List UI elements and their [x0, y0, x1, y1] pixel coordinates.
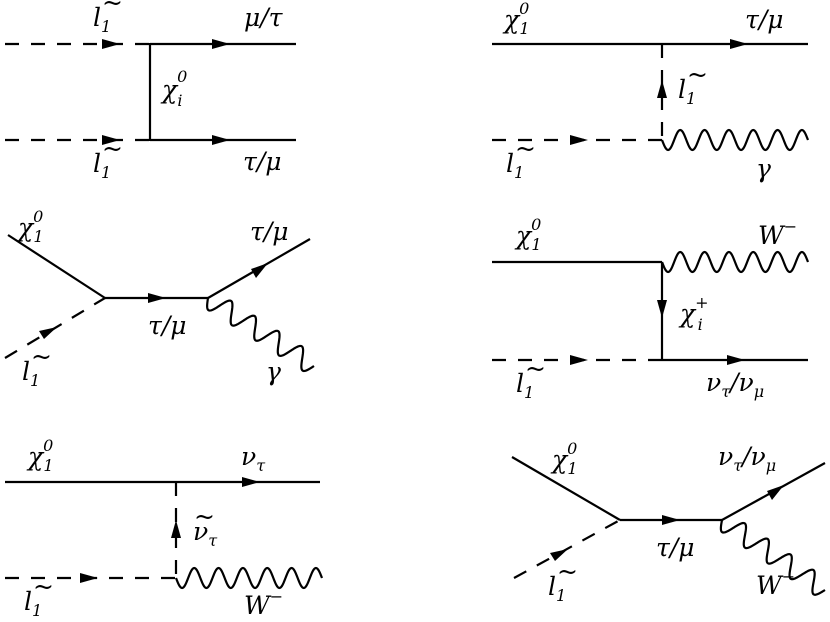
arrow-icon [550, 549, 568, 561]
incoming-slepton [513, 519, 621, 579]
label-in-bottom: l1 [93, 149, 111, 182]
label-out-top: τ/μ [745, 5, 784, 34]
arrow-icon [570, 135, 588, 145]
arrow-icon [102, 39, 120, 49]
arrow-icon [102, 135, 120, 145]
arrow-icon [662, 515, 680, 525]
label-in-bottom: l1 [516, 369, 534, 402]
arrow-icon [727, 355, 745, 365]
w-boson-wavy-line [660, 250, 810, 274]
photon-wavy-line [206, 297, 315, 373]
label-in-top: l1 [93, 3, 111, 36]
arrow-icon [657, 300, 667, 318]
arrow-icon [657, 80, 667, 98]
label-out-top: W− [758, 217, 797, 250]
arrow-icon [171, 520, 181, 538]
arrow-icon [39, 327, 57, 339]
tilde-icon: ~ [102, 0, 123, 17]
tilde-icon: ~ [687, 60, 708, 89]
tilde-icon: ~ [31, 342, 52, 371]
photon-wavy-line [660, 128, 810, 152]
label-exchange: χ+i [678, 293, 709, 334]
label-out-top: μ/τ [244, 3, 284, 32]
tilde-icon: ~ [194, 502, 215, 531]
label-out-bottom: W− [244, 587, 283, 620]
arrow-icon [767, 485, 784, 500]
arrow-icon [570, 355, 588, 365]
label-internal: τ/μ [656, 533, 695, 562]
arrow-icon [242, 477, 260, 487]
tilde-icon: ~ [525, 354, 546, 383]
incoming-neutralino [511, 456, 621, 521]
arrow-icon [212, 135, 230, 145]
label-out-top: τ/μ [250, 217, 289, 246]
label-exchange: l1 [678, 75, 696, 108]
label-out-bottom: γ [756, 154, 771, 183]
label-internal: τ/μ [148, 311, 187, 340]
label-in-bottom: l1 [506, 149, 524, 182]
label-out-bottom: W− [756, 567, 795, 600]
arrow-icon [730, 39, 748, 49]
label-in-bottom: l1 [548, 572, 566, 605]
label-exchange: ντ [193, 517, 218, 550]
label-out-top: ντ [241, 442, 266, 475]
w-boson-wavy-line [719, 519, 826, 596]
label-out-top: ντ/νμ [718, 442, 776, 475]
tilde-icon: ~ [102, 134, 123, 163]
label-out-bottom: ντ/νμ [706, 368, 764, 401]
w-boson-wavy-line [174, 566, 324, 590]
label-in-bottom: l1 [22, 357, 40, 390]
label-out-bottom: γ [266, 357, 281, 386]
arrow-icon [148, 293, 166, 303]
tilde-icon: ~ [33, 572, 54, 601]
arrow-icon [251, 263, 268, 278]
arrow-icon [80, 573, 98, 583]
arrow-icon [212, 39, 230, 49]
tilde-icon: ~ [557, 557, 578, 586]
incoming-neutralino [7, 234, 106, 299]
tilde-icon: ~ [515, 134, 536, 163]
label-in-bottom: l1 [24, 587, 42, 620]
label-out-bottom: τ/μ [243, 147, 282, 176]
